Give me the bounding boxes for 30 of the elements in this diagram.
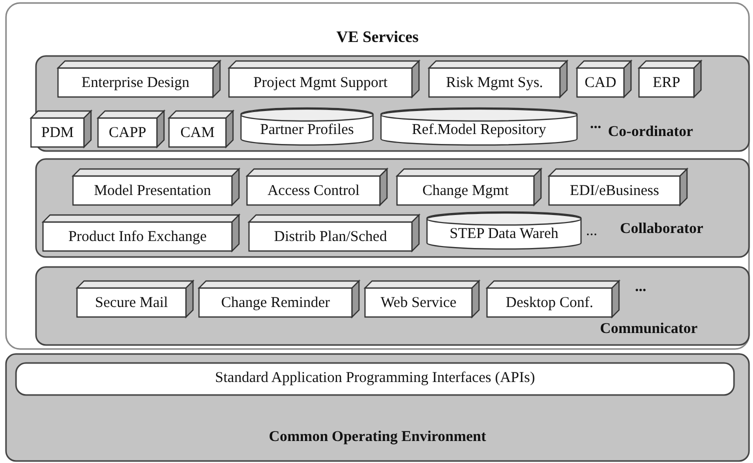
block-label: STEP Data Wareh [450,227,558,242]
frame-title: VE Services [336,30,419,46]
layer-label: Collaborator [620,222,704,237]
block-label: Risk Mgmt Sys. [446,76,544,91]
block-label: Ref.Model Repository [412,123,546,138]
ellipsis-text: ... [590,117,602,132]
block-label: Model Presentation [94,184,212,199]
block-label: Change Mgmt [422,184,509,199]
layer-label: Common Operating Environment [268,430,486,445]
block-label: CAPP [108,126,146,141]
block-label: Project Mgmt Support [253,76,388,91]
block-label: PDM [41,126,74,141]
block-label: Desktop Conf. [506,296,594,311]
api-label: Standard Application Programming Interfaces (APIs) [215,371,535,386]
block-label: CAD [584,76,616,91]
block-label: Distrib Plan/Sched [274,230,387,245]
ellipsis-text: ... [635,280,646,295]
block-label: Secure Mail [95,296,168,311]
block-label: CAM [180,126,215,141]
block-label: Partner Profiles [260,123,354,138]
block-label: EDI/eBusiness [570,184,660,199]
layer-label: Communicator [600,322,698,337]
ellipsis-text: ... [586,224,598,239]
block-label: Enterprise Design [82,76,190,91]
layer-label: Co-ordinator [608,125,693,140]
block-label: Change Reminder [221,296,330,311]
block-label: Web Service [380,296,456,311]
block-label: ERP [652,76,680,91]
block-label: Product Info Exchange [68,230,207,245]
block-label: Access Control [267,184,360,199]
